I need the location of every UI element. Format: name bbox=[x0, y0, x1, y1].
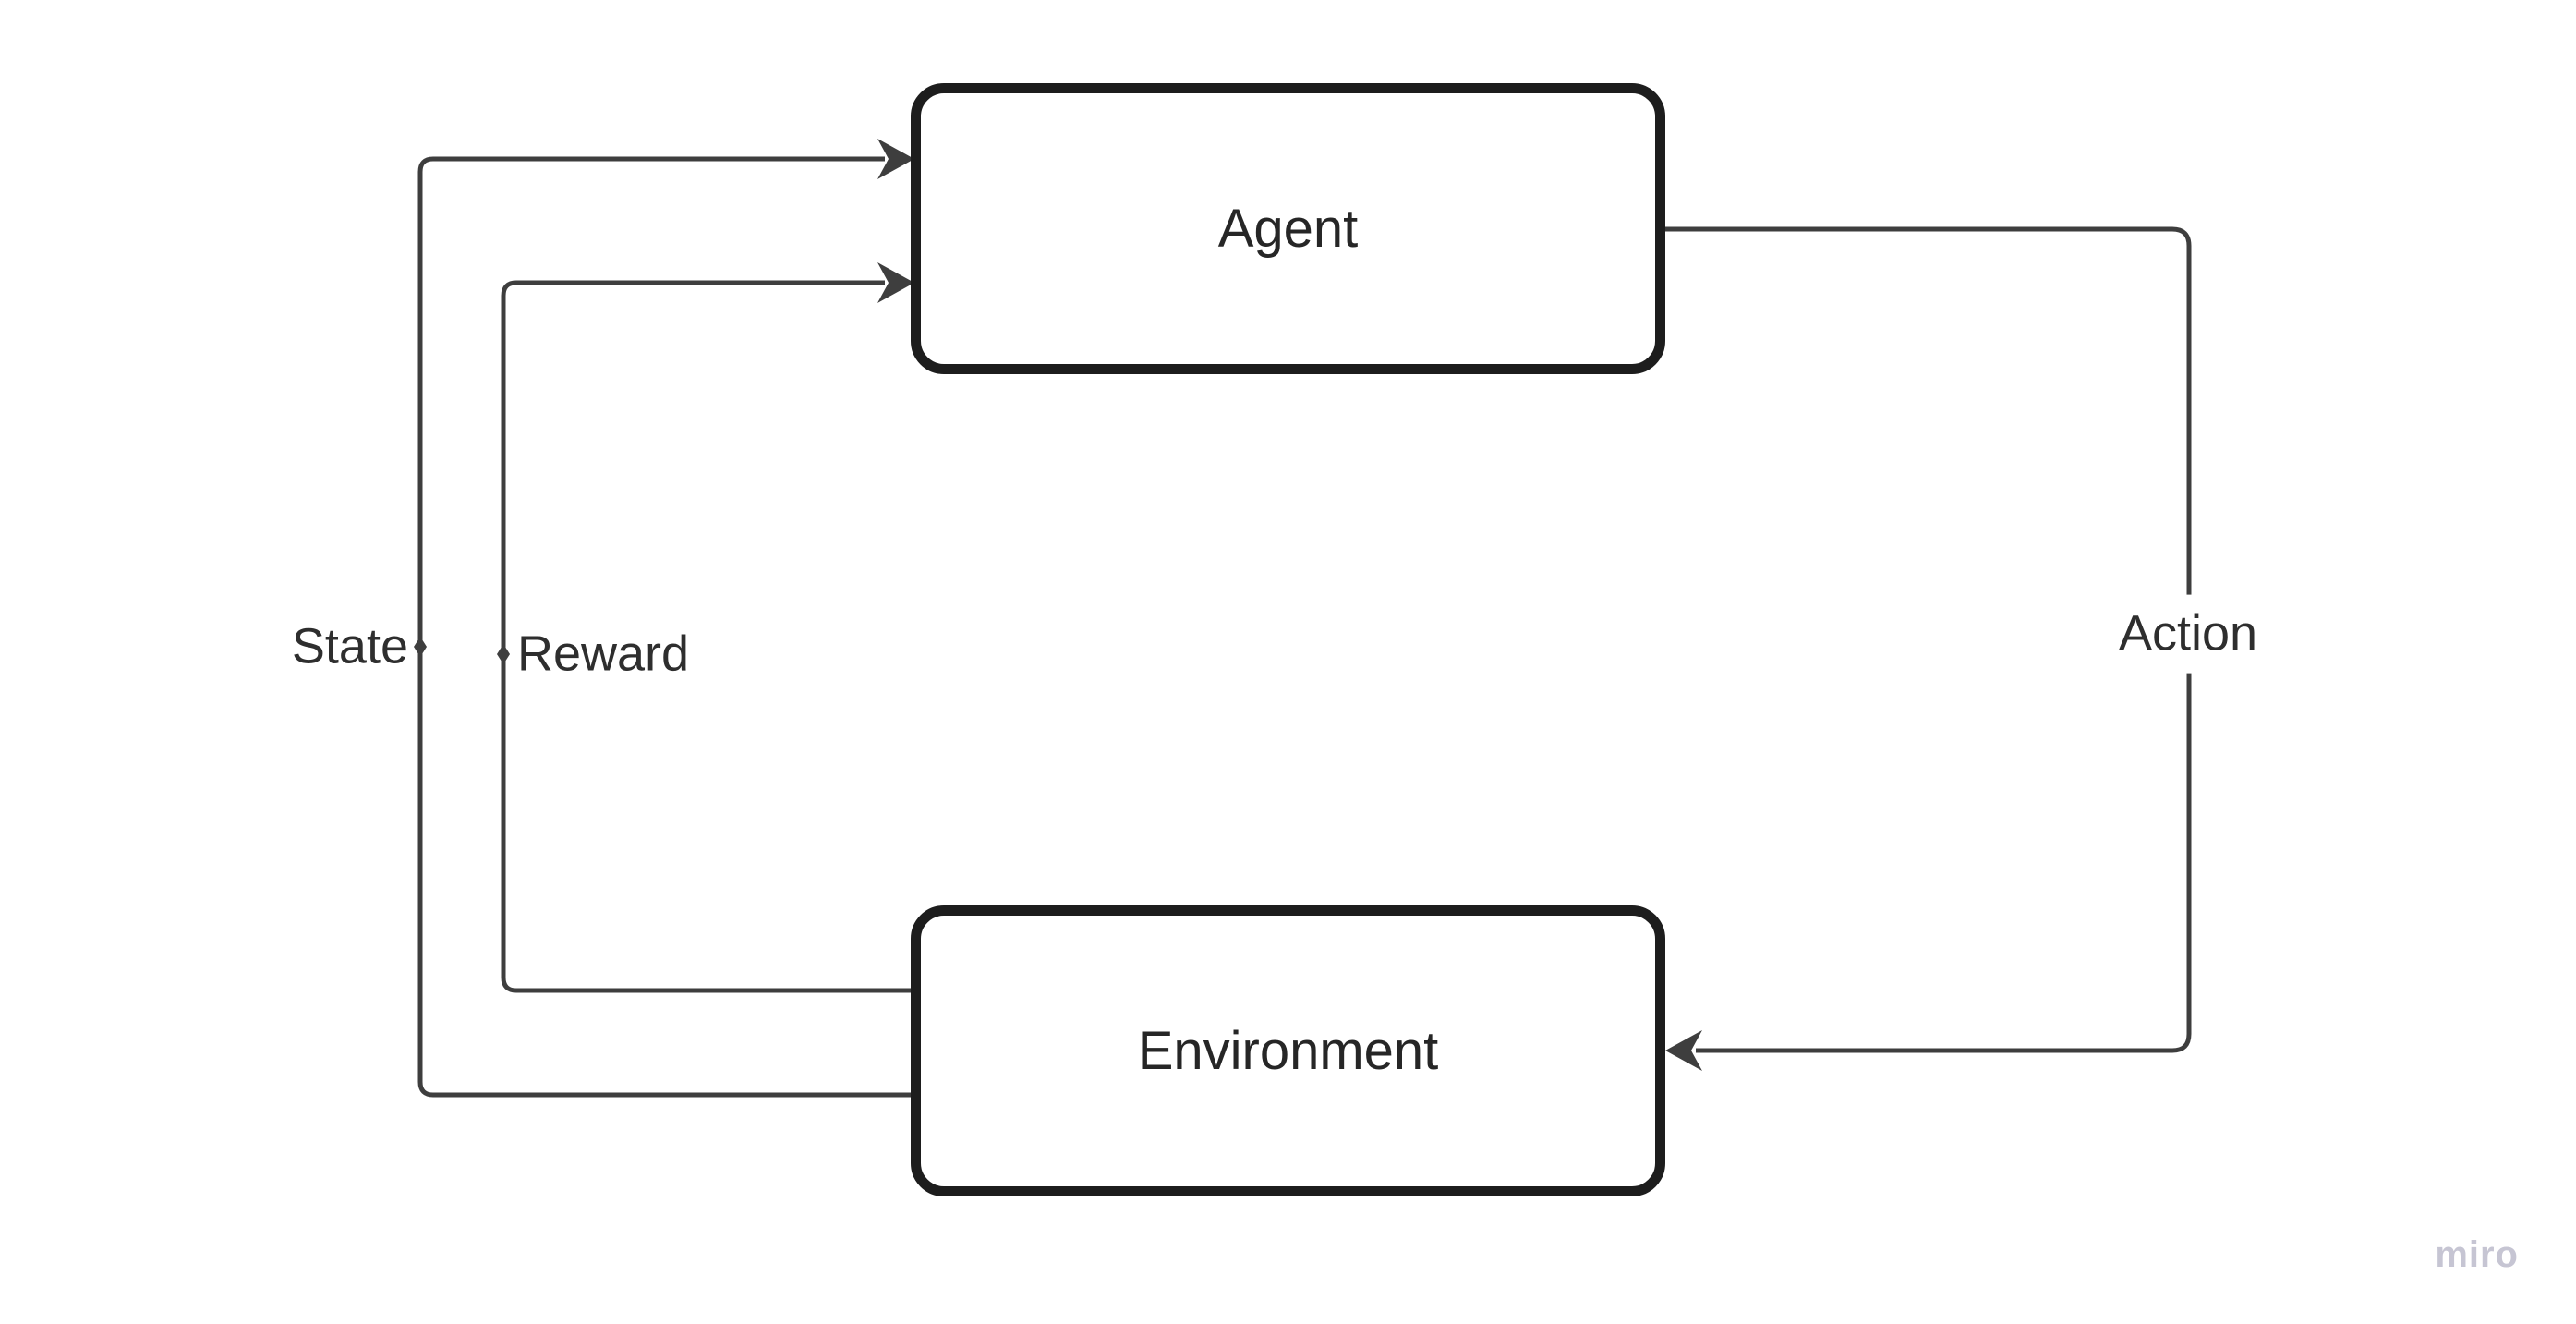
connector-reward[interactable] bbox=[501, 280, 912, 993]
label-anchor-dot-state bbox=[414, 637, 427, 657]
arrowhead-reward bbox=[877, 262, 914, 303]
edge-label-reward[interactable]: Reward bbox=[517, 626, 690, 682]
edge-label-action[interactable]: Action bbox=[2105, 594, 2271, 674]
node-agent[interactable]: Agent bbox=[911, 83, 1665, 374]
node-environment-label: Environment bbox=[1137, 1021, 1439, 1081]
edge-label-state[interactable]: State bbox=[291, 618, 408, 674]
arrowhead-state bbox=[877, 139, 914, 179]
label-anchor-dot-reward bbox=[497, 644, 510, 664]
miro-watermark-logo: miro bbox=[2435, 1234, 2519, 1275]
connector-state[interactable] bbox=[417, 156, 912, 1098]
node-agent-label: Agent bbox=[1217, 199, 1359, 259]
arrowhead-action bbox=[1665, 1030, 1702, 1071]
node-environment[interactable]: Environment bbox=[911, 905, 1665, 1196]
